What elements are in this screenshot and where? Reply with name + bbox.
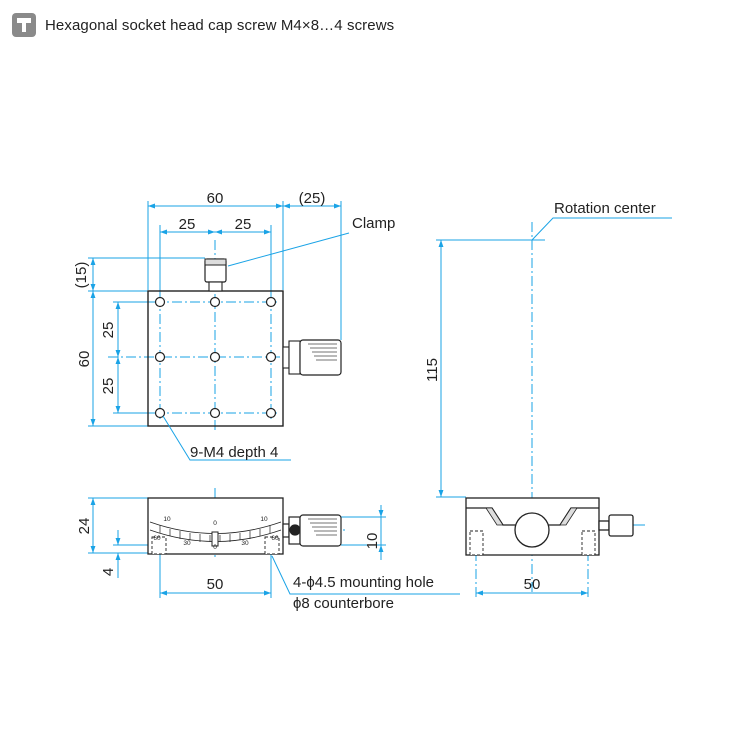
scale-label-bottom-right: 30 [241,540,249,547]
screw-icon [12,13,36,37]
scale-label-top-right: 10 [260,516,268,523]
top-view: 60 (25) 25 25 (15) 60 25 25 Clamp 9-M4 d… [73,190,395,461]
dim-top-width: 60 [207,190,224,207]
scale-label-bottom-far-left: 60 [153,535,161,542]
dim-clamp-height: (15) [73,262,90,289]
dim-front-hole-spacing: 50 [207,576,224,593]
dim-hole-upper: 25 [100,322,117,339]
rotation-center-label: Rotation center [554,200,656,217]
clamp-knob-top [204,258,227,292]
dim-top-height: 60 [76,351,93,368]
dim-hole-lower: 25 [100,378,117,395]
screw-note-text: Hexagonal socket head cap screw M4×8…4 s… [45,16,395,34]
dim-side-height: 115 [424,358,441,382]
scale-label-bottom-far-right: 60 [271,535,279,542]
scale-label-bottom-center: 0 [213,544,217,551]
dim-side-hole-spacing: 50 [524,576,541,593]
mounting-hole-label: 4-ϕ4.5 mounting hole [293,574,434,591]
dim-half-left: 25 [179,216,196,233]
tapped-holes-label: 9-M4 depth 4 [190,444,278,461]
tapped-holes [154,296,277,419]
dim-front-clamp-height: 10 [364,533,381,550]
header-note: Hexagonal socket head cap screw M4×8…4 s… [12,12,394,38]
dim-clamp-offset: (25) [299,190,326,207]
scale-label-bottom-left: 30 [183,540,191,547]
adjustment-knob-front [282,514,342,547]
dim-counterbore-depth: 4 [100,568,117,576]
front-view: 10 0 10 60 30 0 30 60 24 4 10 50 4-ϕ4.5 … [76,488,460,612]
dim-half-right: 25 [235,216,252,233]
scale-label-top-left: 10 [163,516,171,523]
dim-front-height: 24 [76,518,93,535]
adjustment-knob-top [282,339,342,376]
clamp-label: Clamp [352,215,395,232]
counterbore-label: ϕ8 counterbore [293,595,394,612]
side-view: Rotation center 115 50 [424,200,672,598]
scale-label-top-center: 0 [213,520,217,527]
